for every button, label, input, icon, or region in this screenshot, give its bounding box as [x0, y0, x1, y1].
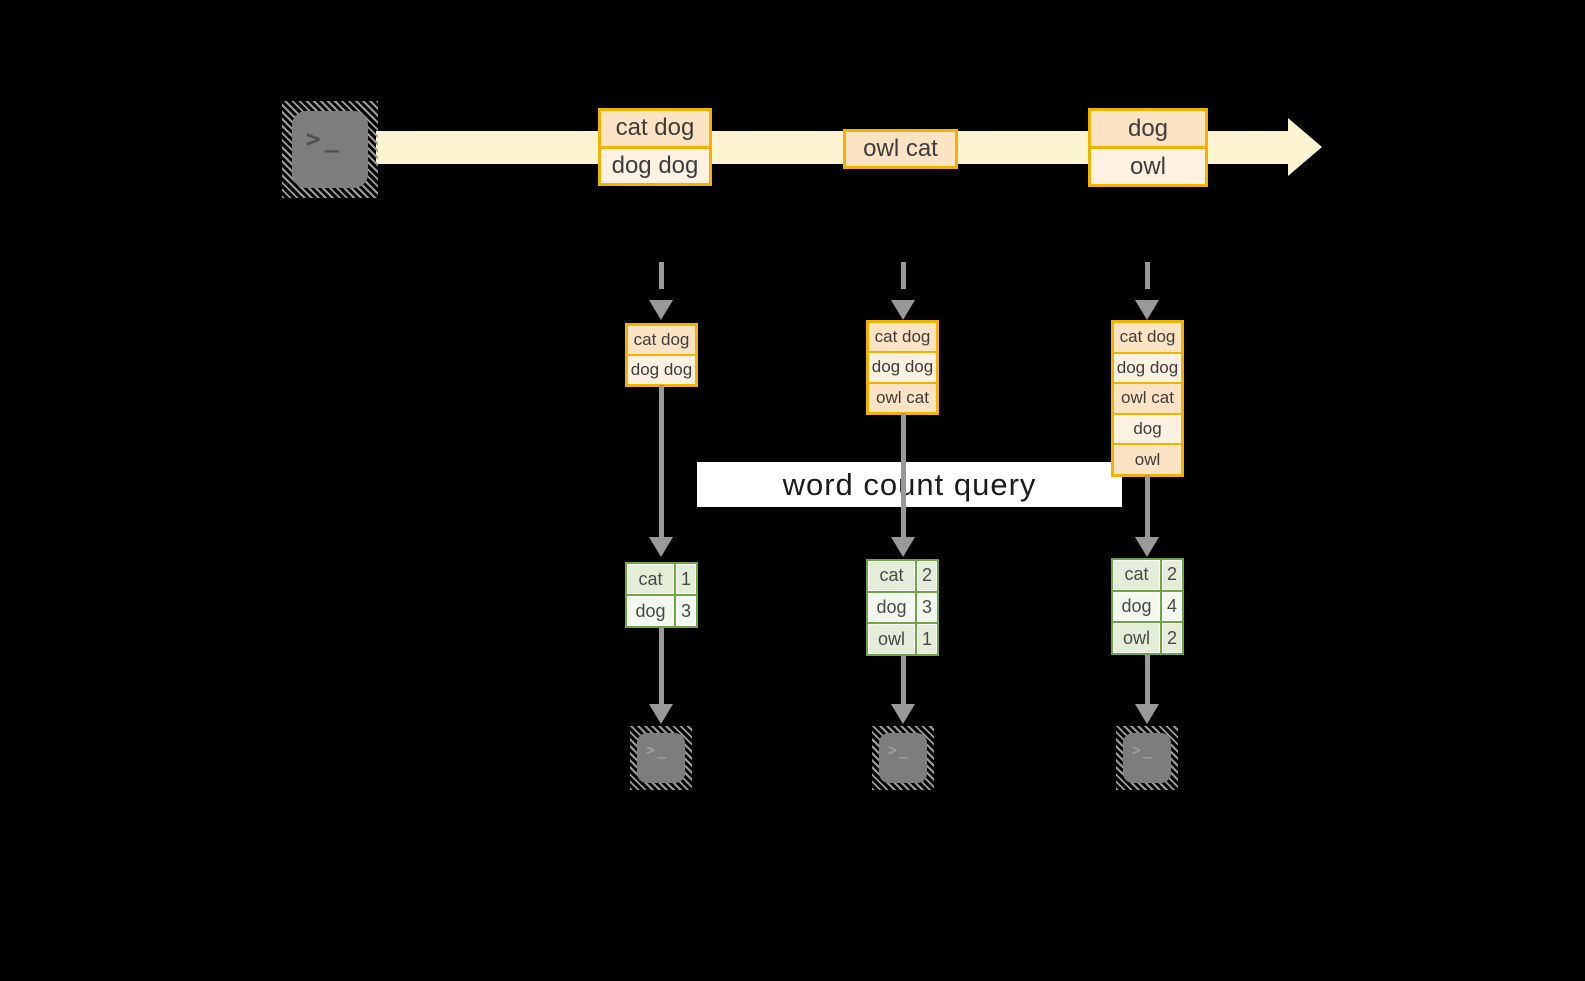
word-count-table-col2: cat 2 dog 3 owl 1: [866, 559, 939, 656]
count-cell: 1: [676, 564, 696, 594]
count-cell: 2: [1162, 623, 1182, 653]
word-count-table-col3: cat 2 dog 4 owl 2: [1111, 558, 1184, 655]
terminal-prompt-glyph: >_: [306, 125, 343, 153]
word-cell: dog: [868, 592, 915, 623]
dashed-arrowhead-col2-icon: [891, 300, 915, 320]
word-cell: cat: [627, 564, 674, 594]
buffer-item: dog dog: [869, 351, 936, 382]
word-cell: dog: [1113, 591, 1160, 622]
batch-item: owl cat: [846, 132, 955, 166]
terminal-screen: >_: [1123, 733, 1171, 783]
connector-arrowhead-col2-icon: [891, 537, 915, 557]
buffer-stack-col1: cat dog dog dog: [625, 323, 698, 387]
batch-item: dog dog: [601, 145, 709, 183]
dashed-arrow-col2: [901, 262, 906, 289]
output-terminal-icon-col1: >_: [630, 726, 692, 790]
dashed-arrow-col3: [1145, 262, 1150, 289]
buffer-item: owl cat: [869, 381, 936, 412]
terminal-screen: >_: [292, 111, 368, 188]
batch-item: cat dog: [601, 111, 709, 146]
buffer-item: cat dog: [1114, 323, 1181, 352]
query-label-text: word count query: [782, 466, 1037, 502]
terminal-screen: >_: [879, 733, 927, 783]
stream-batch-3: dog owl: [1088, 108, 1208, 187]
count-cell: 2: [1162, 560, 1182, 590]
output-arrowhead-col3-icon: [1135, 704, 1159, 724]
buffer-item: owl cat: [1114, 382, 1181, 413]
buffer-item: dog: [1114, 412, 1181, 444]
connector-arrowhead-col3-icon: [1135, 537, 1159, 557]
count-cell: 1: [917, 624, 937, 654]
query-label-box: word count query: [697, 462, 1122, 507]
batch-item: dog: [1091, 111, 1205, 146]
stream-batch-1: cat dog dog dog: [598, 108, 712, 186]
word-cell: cat: [1113, 560, 1160, 590]
buffer-item: owl: [1114, 443, 1181, 474]
connector-line-col1: [659, 385, 664, 537]
connector-line-col2: [901, 413, 906, 537]
buffer-item: cat dog: [869, 323, 936, 352]
word-cell: owl: [1113, 623, 1160, 653]
connector-arrowhead-col1-icon: [649, 537, 673, 557]
count-cell: 2: [917, 561, 937, 591]
stream-arrowhead-icon: [1288, 118, 1322, 176]
word-cell: owl: [868, 624, 915, 654]
buffer-item: dog dog: [628, 354, 695, 384]
output-arrowhead-col1-icon: [649, 704, 673, 724]
source-terminal-icon: >_: [282, 101, 378, 198]
buffer-stack-col2: cat dog dog dog owl cat: [866, 320, 939, 415]
dashed-arrowhead-col3-icon: [1135, 300, 1159, 320]
output-terminal-icon-col2: >_: [872, 726, 934, 790]
batch-item: owl: [1091, 146, 1205, 184]
count-cell: 4: [1162, 591, 1182, 622]
terminal-prompt-glyph: >_: [1132, 741, 1155, 759]
dashed-arrow-col1: [659, 262, 664, 289]
dashed-arrowhead-col1-icon: [649, 300, 673, 320]
output-connector-line-col2: [901, 656, 906, 704]
terminal-screen: >_: [637, 733, 685, 783]
terminal-prompt-glyph: >_: [646, 741, 669, 759]
output-terminal-icon-col3: >_: [1116, 726, 1178, 790]
count-cell: 3: [676, 596, 696, 626]
connector-line-col3: [1145, 475, 1150, 537]
count-cell: 3: [917, 592, 937, 623]
word-count-table-col1: cat 1 dog 3: [625, 562, 698, 628]
output-arrowhead-col2-icon: [891, 704, 915, 724]
buffer-item: dog dog: [1114, 351, 1181, 383]
word-cell: cat: [868, 561, 915, 591]
output-connector-line-col1: [659, 628, 664, 704]
word-cell: dog: [627, 596, 674, 626]
buffer-stack-col3: cat dog dog dog owl cat dog owl: [1111, 320, 1184, 477]
buffer-item: cat dog: [628, 326, 695, 354]
output-connector-line-col3: [1145, 655, 1150, 704]
terminal-prompt-glyph: >_: [888, 741, 911, 759]
stream-batch-2: owl cat: [843, 129, 958, 169]
